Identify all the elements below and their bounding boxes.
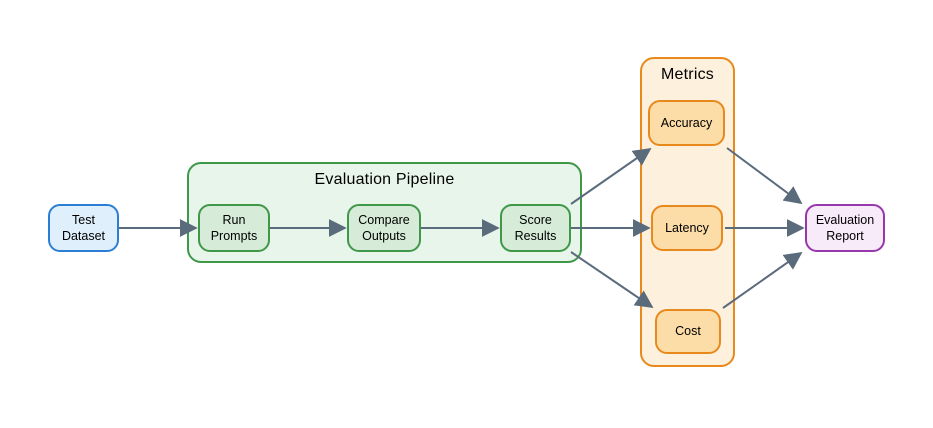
node-label: Score Results [514, 212, 557, 243]
node-label: Compare Outputs [358, 212, 410, 243]
node-accuracy: Accuracy [648, 100, 725, 146]
node-label: Run Prompts [210, 212, 258, 243]
edge-score-results-to-accuracy [570, 147, 652, 205]
edge-accuracy-to-evaluation-report [726, 147, 803, 205]
node-label: Evaluation Report [815, 212, 875, 243]
node-label: Test Dataset [61, 212, 106, 243]
node-score-results: Score Results [500, 204, 571, 252]
node-label: Latency [665, 220, 709, 235]
evaluation-pipeline-title: Evaluation Pipeline [314, 171, 455, 188]
node-cost: Cost [655, 309, 721, 354]
node-compare-outputs: Compare Outputs [347, 204, 421, 252]
node-test-dataset: Test Dataset [48, 204, 119, 252]
node-label: Accuracy [660, 115, 713, 130]
metrics-title: Metrics [661, 66, 714, 83]
node-evaluation-report: Evaluation Report [805, 204, 885, 252]
node-run-prompts: Run Prompts [198, 204, 270, 252]
node-latency: Latency [651, 205, 723, 251]
node-label: Cost [675, 324, 701, 339]
